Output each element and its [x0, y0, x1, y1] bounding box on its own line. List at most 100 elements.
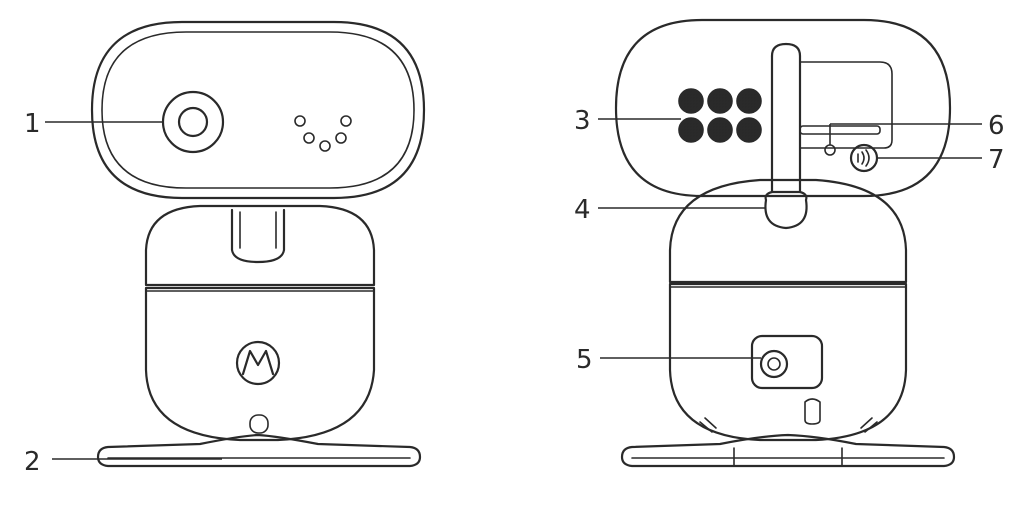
- grille-hole: [754, 94, 756, 96]
- grille-hole: [687, 132, 689, 134]
- grille-hole: [754, 100, 756, 102]
- grille-hole: [748, 106, 750, 108]
- grille-hole: [716, 123, 718, 125]
- callout-4: 4: [574, 195, 591, 225]
- grille-hole: [719, 109, 721, 111]
- grille-hole: [696, 135, 698, 137]
- grille-hole: [751, 103, 753, 105]
- back-lower-body: [668, 282, 908, 442]
- grille-hole: [722, 103, 724, 105]
- callout-3: 3: [574, 106, 591, 136]
- grille-hole: [757, 129, 759, 131]
- grille-hole: [693, 103, 695, 105]
- grille-hole: [696, 126, 698, 128]
- grille-hole: [687, 135, 689, 137]
- grille-hole: [719, 97, 721, 99]
- front-upper-body: [144, 204, 376, 287]
- grille-hole: [745, 106, 747, 108]
- grille-hole: [722, 94, 724, 96]
- grille-hole: [696, 103, 698, 105]
- camera-lens: [161, 90, 225, 154]
- grille-hole: [690, 138, 692, 140]
- grille-hole: [725, 106, 727, 108]
- grille-hole: [742, 126, 744, 128]
- grille-hole: [696, 132, 698, 134]
- grille-hole: [713, 129, 715, 131]
- grille-hole: [728, 129, 730, 131]
- grille-hole: [739, 100, 741, 102]
- grille-hole: [690, 135, 692, 137]
- grille-hole: [690, 109, 692, 111]
- grille-hole: [716, 97, 718, 99]
- grille-hole: [722, 132, 724, 134]
- grille-hole: [745, 132, 747, 134]
- grille-hole: [713, 132, 715, 134]
- grille-hole: [713, 123, 715, 125]
- grille-hole: [751, 129, 753, 131]
- grille-hole: [725, 100, 727, 102]
- grille-hole: [742, 106, 744, 108]
- grille-hole: [748, 91, 750, 93]
- grille-hole: [725, 135, 727, 137]
- grille-hole: [687, 106, 689, 108]
- grille-hole: [725, 129, 727, 131]
- grille-hole: [690, 123, 692, 125]
- grille-hole: [748, 94, 750, 96]
- grille-hole: [696, 129, 698, 131]
- grille-hole: [754, 106, 756, 108]
- grille-hole: [710, 100, 712, 102]
- grille-hole: [751, 135, 753, 137]
- grille-hole: [742, 97, 744, 99]
- grille-hole: [722, 126, 724, 128]
- grille-hole: [722, 129, 724, 131]
- grille-hole: [693, 97, 695, 99]
- grille-hole: [690, 100, 692, 102]
- grille-hole: [739, 129, 741, 131]
- grille-hole: [742, 123, 744, 125]
- grille-hole: [693, 94, 695, 96]
- back-upper-body: [668, 178, 908, 284]
- grille-hole: [687, 94, 689, 96]
- grille-hole: [687, 126, 689, 128]
- grille-hole: [745, 103, 747, 105]
- grille-hole: [742, 132, 744, 134]
- callout-7: 7: [988, 145, 1005, 175]
- grille-hole: [754, 123, 756, 125]
- grille-hole: [751, 94, 753, 96]
- grille-hole: [687, 97, 689, 99]
- grille-hole: [684, 135, 686, 137]
- grille-hole: [716, 103, 718, 105]
- callout-2: 2: [24, 447, 41, 477]
- grille-hole: [710, 129, 712, 131]
- grille-hole: [751, 123, 753, 125]
- grille-hole: [728, 100, 730, 102]
- grille-hole: [751, 132, 753, 134]
- grille-hole: [725, 94, 727, 96]
- front-bottom-sensor: [249, 414, 269, 434]
- grille-hole: [713, 126, 715, 128]
- grille-hole: [690, 106, 692, 108]
- front-camera-head: [90, 20, 426, 200]
- grille-hole: [690, 126, 692, 128]
- grille-hole: [748, 109, 750, 111]
- grille-hole: [681, 100, 683, 102]
- grille-hole: [716, 100, 718, 102]
- back-base: [620, 433, 956, 468]
- grille-hole: [748, 100, 750, 102]
- grille-hole: [713, 97, 715, 99]
- front-lower-body: [144, 286, 376, 442]
- grille-hole: [754, 135, 756, 137]
- grille-hole: [687, 123, 689, 125]
- grille-hole: [745, 97, 747, 99]
- grille-hole: [716, 94, 718, 96]
- grille-hole: [684, 106, 686, 108]
- grille-hole: [690, 132, 692, 134]
- grille-hole: [693, 132, 695, 134]
- callout-5: 5: [576, 345, 593, 375]
- grille-hole: [722, 106, 724, 108]
- grille-hole: [748, 123, 750, 125]
- infrared-leds: [294, 115, 352, 152]
- grille-hole: [684, 94, 686, 96]
- grille-hole: [719, 126, 721, 128]
- grille-hole: [719, 132, 721, 134]
